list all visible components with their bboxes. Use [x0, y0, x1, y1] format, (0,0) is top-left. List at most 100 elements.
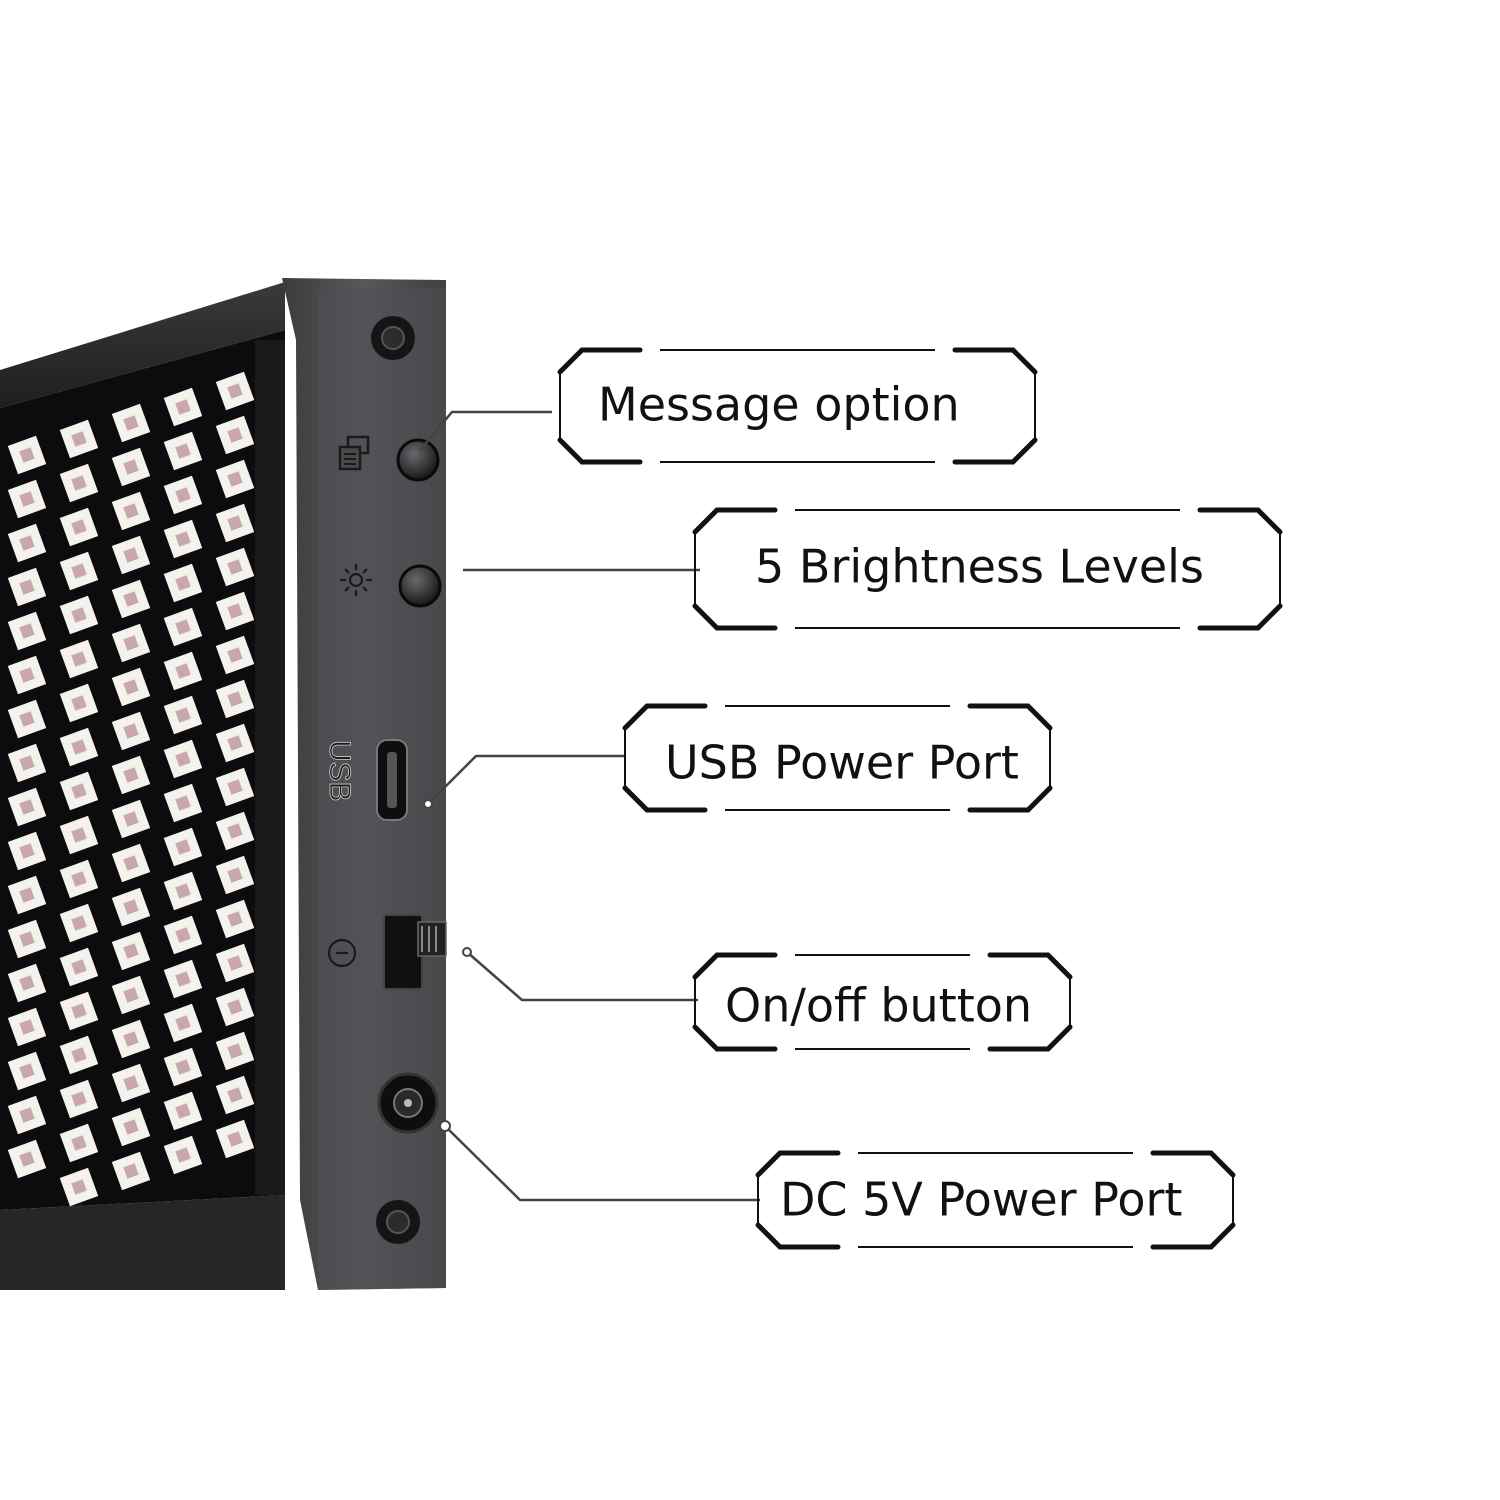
- led-pixel: [163, 519, 203, 559]
- led-pixel: [163, 651, 203, 691]
- led-pixel: [111, 799, 151, 839]
- led-pixel: [163, 563, 203, 603]
- bottom-screw-head: [386, 1210, 410, 1234]
- message-option-button[interactable]: [396, 438, 440, 482]
- led-pixel: [59, 903, 99, 943]
- led-pixel: [111, 623, 151, 663]
- led-pixel: [215, 899, 255, 939]
- led-pixel: [111, 711, 151, 751]
- top-screw-head: [381, 326, 405, 350]
- callout-onoff: On/off button: [692, 952, 1073, 1052]
- led-pixel: [7, 655, 47, 695]
- callout-frame: [692, 952, 1073, 1052]
- led-pixel: [7, 611, 47, 651]
- panel-top-bezel: [0, 282, 285, 408]
- led-pixel: [59, 771, 99, 811]
- led-pixel: [59, 1079, 99, 1119]
- callout-usb: USB Power Port: [622, 703, 1053, 813]
- callout-frame: [622, 703, 1053, 813]
- led-pixel: [163, 959, 203, 999]
- led-pixel: [59, 507, 99, 547]
- led-pixel: [59, 551, 99, 591]
- led-pixel: [7, 831, 47, 871]
- callout-label-dc: DC 5V Power Port: [780, 1173, 1182, 1227]
- callouts: Message option 5 Brightness Levels USB P…: [557, 347, 1283, 1250]
- led-sign-panel: [0, 282, 285, 1290]
- led-pixel: [163, 915, 203, 955]
- led-pixel: [59, 419, 99, 459]
- dc-jack-pin: [404, 1099, 412, 1107]
- led-pixel: [7, 963, 47, 1003]
- led-pixel: [163, 783, 203, 823]
- led-pixel: [111, 975, 151, 1015]
- led-pixel: [215, 547, 255, 587]
- leader-onoff-dot: [462, 947, 472, 957]
- led-pixel: [111, 755, 151, 795]
- leader-message: [419, 410, 552, 451]
- on-off-slide-switch[interactable]: [383, 914, 447, 990]
- leader-usb-dot: [423, 799, 433, 809]
- led-pixel: [111, 931, 151, 971]
- callout-message: Message option: [557, 347, 1038, 465]
- usb-port-tongue: [387, 752, 397, 808]
- led-pixel: [163, 431, 203, 471]
- callout-frame: [692, 507, 1283, 631]
- led-pixel: [111, 1063, 151, 1103]
- led-pixel: [7, 1007, 47, 1047]
- led-pixel: [215, 371, 255, 411]
- callout-label-brightness: 5 Brightness Levels: [755, 540, 1204, 594]
- callout-label-message: Message option: [598, 378, 960, 432]
- led-pixel: [7, 875, 47, 915]
- led-pixel: [7, 479, 47, 519]
- led-pixel: [215, 1031, 255, 1071]
- led-pixel: [59, 727, 99, 767]
- leader-usb: [427, 754, 626, 805]
- led-pixel: [111, 1107, 151, 1147]
- led-pixel: [59, 859, 99, 899]
- callout-frame: [755, 1150, 1236, 1250]
- brightness-button[interactable]: [398, 564, 442, 608]
- led-pixel: [215, 679, 255, 719]
- led-pixel: [215, 767, 255, 807]
- led-pixel: [59, 683, 99, 723]
- callout-label-usb: USB Power Port: [665, 736, 1019, 790]
- panel-bottom-bezel: [0, 1195, 285, 1290]
- led-pixel: [59, 815, 99, 855]
- brightness-icon: [340, 564, 372, 596]
- led-pixel: [163, 871, 203, 911]
- led-pixel: [111, 491, 151, 531]
- led-pixel: [7, 1095, 47, 1135]
- led-pixel: [111, 843, 151, 883]
- led-pixel: [215, 1075, 255, 1115]
- led-pixel: [163, 827, 203, 867]
- led-pixel: [163, 1047, 203, 1087]
- led-pixel: [215, 987, 255, 1027]
- led-pixel: [7, 523, 47, 563]
- message-icon: [338, 435, 370, 471]
- led-pixel: [215, 591, 255, 631]
- power-symbol-icon: [327, 938, 357, 968]
- led-pixel: [215, 723, 255, 763]
- callout-label-onoff: On/off button: [725, 979, 1032, 1033]
- led-pixel: [215, 503, 255, 543]
- led-pixel: [111, 579, 151, 619]
- leader-onoff: [466, 951, 698, 1002]
- side-rail: USB: [282, 278, 447, 1290]
- led-pixel: [163, 387, 203, 427]
- led-pixel: [59, 991, 99, 1031]
- led-pixel: [111, 667, 151, 707]
- callout-dc: DC 5V Power Port: [755, 1150, 1236, 1250]
- led-pixel: [59, 947, 99, 987]
- leader-dc-dot: [439, 1120, 451, 1132]
- led-pixel: [163, 475, 203, 515]
- led-pixel: [111, 535, 151, 575]
- led-pixel: [163, 607, 203, 647]
- led-pixel: [7, 743, 47, 783]
- led-pixel: [215, 635, 255, 675]
- led-pixel: [215, 811, 255, 851]
- panel-inner-edge: [255, 340, 285, 1195]
- led-pixel: [7, 919, 47, 959]
- led-pixel: [111, 887, 151, 927]
- led-pixel: [59, 463, 99, 503]
